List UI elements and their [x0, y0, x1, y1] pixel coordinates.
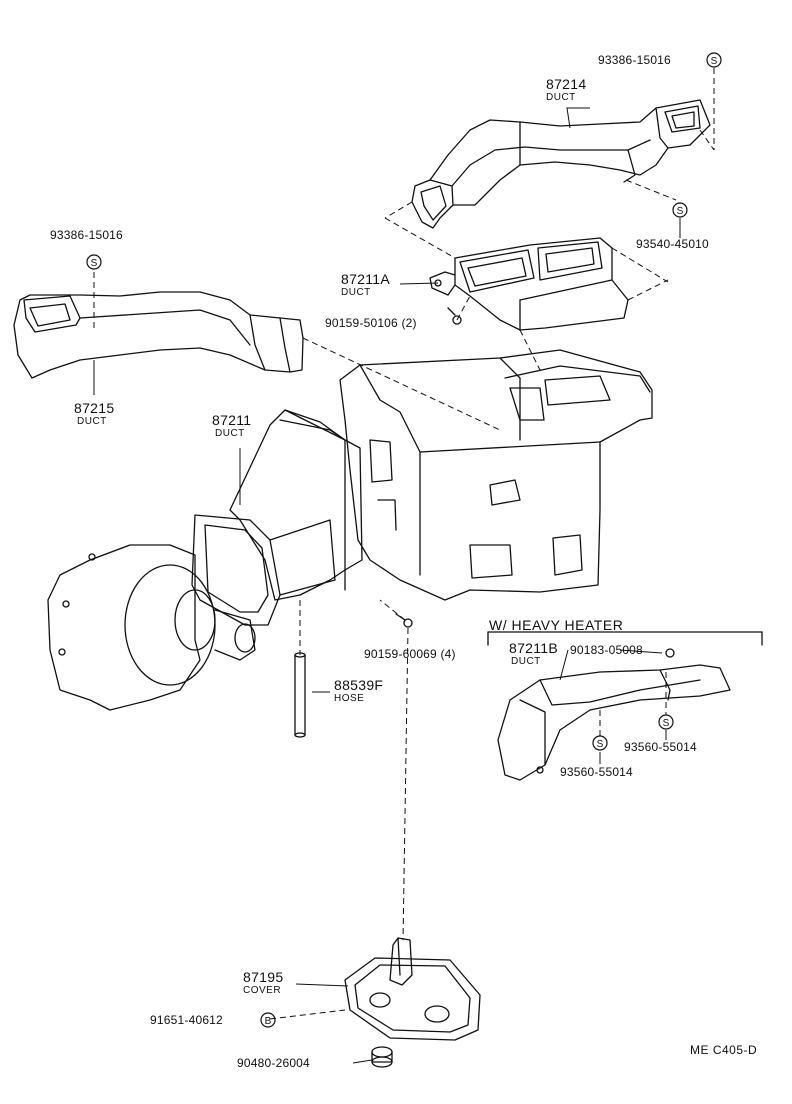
- s-marker-icon: S: [672, 202, 688, 218]
- heater-unit-drawing: [279, 349, 653, 601]
- label-87215-name: DUCT: [77, 416, 107, 427]
- duct-87215-drawing: [13, 291, 304, 379]
- marker-text: S: [663, 718, 670, 729]
- label-87211b: 87211B: [509, 640, 559, 656]
- screw-90159-60069-drawing: [395, 613, 413, 628]
- label-90480-26004: 90480-26004: [237, 1056, 310, 1070]
- label-87195: 87195: [243, 969, 284, 985]
- label-87214: 87214: [546, 76, 587, 92]
- duct-87214-drawing: [411, 99, 711, 229]
- s-marker-icon: S: [592, 735, 608, 751]
- label-88539f-name: HOSE: [334, 693, 365, 704]
- hose-88539f-drawing: [294, 652, 306, 738]
- assembly-lines: [93, 68, 715, 1020]
- grommet-drawing: [371, 1046, 393, 1068]
- label-87211a: 87211A: [341, 271, 391, 287]
- blower-motor-drawing: [47, 544, 256, 711]
- label-88539f: 88539F: [334, 677, 384, 693]
- marker-text: S: [91, 258, 98, 269]
- label-91651-40612: 91651-40612: [150, 1013, 223, 1027]
- screw-90183-05008-drawing: [665, 648, 675, 658]
- label-93386-15016-left: 93386-15016: [50, 228, 123, 242]
- label-87211b-name: DUCT: [511, 656, 541, 667]
- duct-87211-drawing: [191, 409, 363, 626]
- marker-text: S: [711, 56, 718, 67]
- marker-group: S S S S S B: [86, 52, 722, 1028]
- label-87211a-name: DUCT: [341, 287, 371, 298]
- s-marker-icon: S: [86, 254, 102, 270]
- leader-lines: [93, 107, 681, 1064]
- marker-text: S: [677, 206, 684, 217]
- label-90159-60069: 90159-60069 (4): [364, 647, 456, 661]
- duct-87211a-drawing: [429, 237, 629, 331]
- label-90183-05008: 90183-05008: [570, 643, 643, 657]
- marker-text: B: [265, 1016, 272, 1027]
- label-87215: 87215: [74, 400, 115, 416]
- screw-90159-50106-drawing: [447, 307, 462, 325]
- s-marker-icon: S: [658, 714, 674, 730]
- label-93540-45010: 93540-45010: [636, 237, 709, 251]
- label-87195-name: COVER: [243, 985, 282, 996]
- diagram-code: ME C405-D: [690, 1043, 758, 1057]
- label-heavy-heater: W/ HEAVY HEATER: [489, 617, 624, 633]
- duct-87211b-drawing: [487, 631, 763, 781]
- label-87211-name: DUCT: [215, 428, 245, 439]
- cover-87195-drawing: [344, 937, 481, 1041]
- label-93560-55014-a: 93560-55014: [624, 740, 697, 754]
- marker-text: S: [597, 739, 604, 750]
- label-93560-55014-b: 93560-55014: [560, 765, 633, 779]
- label-87211: 87211: [212, 412, 252, 428]
- b-marker-icon: B: [260, 1012, 276, 1028]
- label-90159-50106: 90159-50106 (2): [325, 316, 417, 330]
- s-marker-icon: S: [706, 52, 722, 68]
- label-93386-15016-top: 93386-15016: [598, 53, 671, 67]
- label-87214-name: DUCT: [546, 92, 576, 103]
